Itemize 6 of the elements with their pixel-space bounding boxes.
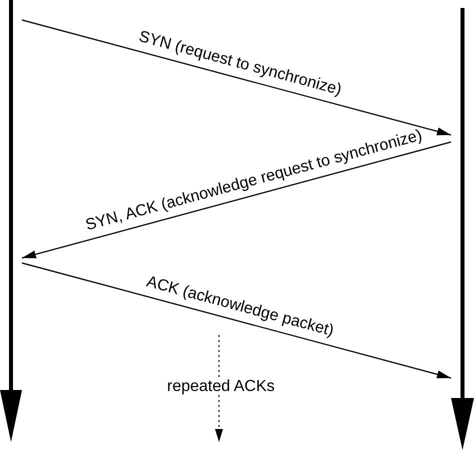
lifeline-arrow xyxy=(0,0,22,442)
arrow xyxy=(22,141,452,259)
lifeline-arrow xyxy=(451,8,474,450)
arrow xyxy=(22,262,452,379)
arrow xyxy=(22,19,452,136)
note-text: repeated ACKs xyxy=(166,379,276,395)
